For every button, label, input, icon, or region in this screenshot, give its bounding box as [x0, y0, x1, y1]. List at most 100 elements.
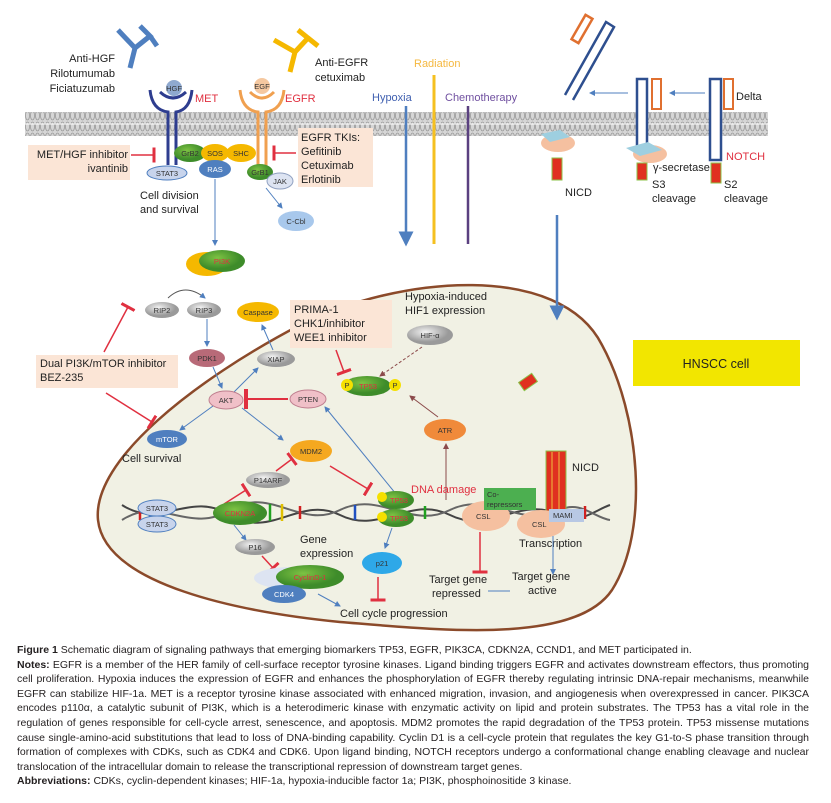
- phosphate: [377, 492, 387, 502]
- transcription-label: Transcription: [519, 538, 582, 550]
- cell-survival-label: Cell survival: [122, 453, 181, 465]
- cdkn2a-label: CDKN2A: [225, 509, 255, 518]
- sos-node: [201, 144, 229, 162]
- hnscc-cell-box: [633, 340, 800, 386]
- stat3-node: [146, 165, 188, 181]
- grb1-node: [247, 164, 273, 180]
- mdm2-node: [290, 440, 332, 462]
- stat3-dimer-bottom: [137, 515, 177, 533]
- p-label: P: [344, 381, 349, 390]
- target-active-label2: active: [528, 585, 557, 597]
- pten-node: [289, 389, 327, 409]
- gamma-secretase-free-cap: [541, 130, 570, 142]
- gefitinib-label: Gefitinib: [301, 146, 341, 158]
- p21-label: p21: [376, 559, 389, 568]
- anti-hgf-antibody-icon: [116, 24, 160, 69]
- egfr-receptor-icon: [238, 89, 286, 178]
- notch-label: NOTCH: [726, 151, 765, 163]
- cell-cycle-label: Cell cycle progression: [340, 608, 448, 620]
- chk1-label: CHK1/inhibitor: [294, 318, 365, 330]
- egfr-tki-label: EGFR TKIs:: [301, 132, 360, 144]
- signaling-diagram: Anti-HGF Rilotumumab Ficiatuzumab Anti-E…: [25, 13, 800, 632]
- s3-label: S3: [652, 179, 665, 191]
- mtor-label: mTOR: [156, 435, 179, 444]
- ccbl-node: [278, 211, 314, 231]
- hif1-expression-label: HIF1 expression: [405, 305, 485, 317]
- stat3-label: STAT3: [146, 520, 168, 529]
- p14arf-inhibit-mdm2-line: [275, 452, 298, 472]
- mdm2-inhibit-tp53-line: [329, 465, 374, 497]
- mtor-inhibit-line: [105, 392, 158, 430]
- jak-node: [266, 172, 294, 190]
- mami-label: MAMI: [553, 511, 573, 520]
- egf-label: EGF: [254, 82, 270, 91]
- cdkn2a-p14arf-line: [223, 482, 252, 505]
- met-inhibitor-box: [28, 145, 130, 180]
- jak-to-ccbl-arrow: [265, 187, 283, 209]
- pi3k-label: PI3K: [214, 257, 230, 266]
- csl-label: CSL: [476, 512, 491, 521]
- xiap-to-caspase-arrow: [261, 324, 274, 351]
- cdkn2a-to-p16-arrow: [233, 524, 247, 541]
- tp53-dimer-bottom: [378, 509, 414, 527]
- csl-label: CSL: [532, 520, 547, 529]
- nicd-s2-icon: [710, 162, 722, 184]
- cdkn2a-node: [213, 501, 267, 525]
- gene-label: Gene: [300, 534, 327, 546]
- phosphate-right: [389, 379, 401, 391]
- figure-label: Figure 1: [17, 644, 58, 656]
- anti-hgf-label: Anti-HGF: [69, 53, 115, 65]
- cdk4-node: [262, 585, 306, 603]
- ccbl-label: C-Cbl: [286, 217, 306, 226]
- atr-label: ATR: [438, 426, 453, 435]
- target-repressed-label: Target gene: [429, 574, 487, 586]
- dna-damage-label: DNA damage: [411, 484, 476, 496]
- egfr-label: EGFR: [285, 93, 316, 105]
- notes-label: Notes:: [17, 658, 50, 671]
- notes-text: EGFR is a member of the HER family of ce…: [17, 658, 810, 773]
- nicd-nuclear-label: NICD: [572, 462, 599, 474]
- pdk1-to-akt-arrow: [212, 366, 223, 389]
- shc-node: [226, 144, 256, 162]
- corepressors-label: Co-: [487, 490, 500, 499]
- atr-to-tp53-arrow: [409, 395, 439, 418]
- akt-label: AKT: [219, 396, 234, 405]
- prima-label: PRIMA-1: [294, 304, 339, 316]
- abbreviations-text: CDKs, cyclin-dependent kinases; HIF-1a, …: [93, 775, 572, 788]
- chemotherapy-label: Chemotherapy: [445, 92, 518, 104]
- p21-node: [362, 552, 402, 574]
- tp53-label: TP53: [390, 514, 408, 523]
- akt-to-mtor-arrow: [179, 405, 214, 431]
- rip-inhibit-line: [103, 302, 136, 353]
- target-repressed-label2: repressed: [432, 588, 481, 600]
- jak-label: JAK: [273, 177, 287, 186]
- hif-alpha-label: HIF-α: [421, 331, 441, 340]
- mtor-node: [147, 430, 187, 448]
- pdk1-node: [189, 349, 225, 367]
- erlotinib-label: Erlotinib: [301, 174, 341, 186]
- tp53-label: TP53: [359, 382, 377, 391]
- hif-to-tp53-arrow: [379, 346, 423, 377]
- akt-to-xiap-arrow: [233, 367, 259, 393]
- grb1-label: GrB1: [251, 168, 269, 177]
- gamma-secretase-label: γ-secretase: [653, 162, 710, 174]
- p-label: P: [392, 381, 397, 390]
- hypoxia-label: Hypoxia: [372, 92, 413, 104]
- shc-label: SHC: [233, 149, 249, 158]
- akt-to-mdm2-arrow: [241, 407, 284, 441]
- cdk4-to-cycle-arrow: [317, 593, 341, 607]
- anti-egfr-label: Anti-EGFR: [315, 57, 368, 69]
- hypoxia-induced-label: Hypoxia-induced: [405, 291, 487, 303]
- rilotumumab-label: Rilotumumab: [50, 68, 115, 80]
- delta-label: Delta: [736, 91, 763, 103]
- rip3-label: RIP3: [196, 306, 213, 315]
- nicd-nuclear-icon: [545, 450, 567, 512]
- tp53-dimer-top: [378, 491, 414, 509]
- met-label: MET: [195, 93, 219, 105]
- p16-node: [235, 539, 275, 555]
- akt-node: [208, 390, 244, 410]
- caspase-node: [237, 302, 279, 322]
- prima-box: [290, 300, 392, 348]
- expression-label: expression: [300, 548, 353, 560]
- p16-label: P16: [248, 543, 261, 552]
